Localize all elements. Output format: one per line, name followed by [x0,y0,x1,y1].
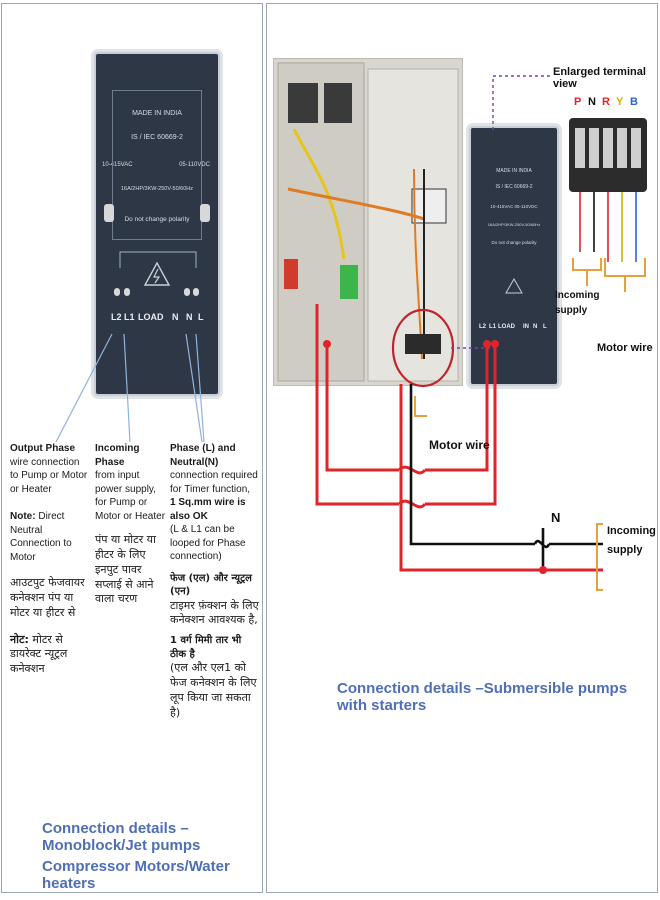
phase-neutral-bold: 1 Sq.mm wire is also OK [170,497,246,522]
terminal-screw-l2 [114,288,120,296]
output-note-text: Direct Neutral Connection to Motor [10,511,72,563]
sub-device-voltage: 10-415VAC 05-110VDC [490,204,538,209]
output-phase-text: wire connection to Pump or Motor or Heat… [10,456,88,495]
sub-terminal-l2: L2 [479,324,487,330]
terminal-screw-l1 [124,288,130,296]
starter-box-photo [273,58,463,386]
incoming-phase-hindi: पंप या मोटर या हीटर के लिए इनपुट पावर सप… [95,533,156,606]
enlarged-terminal-block [569,118,647,262]
enlarged-terminal-label: Enlarged terminal view [553,66,646,90]
small-incoming-supply-label: Incoming supply [555,290,600,316]
sub-device-rating: 16A/2HP/3KW-250V-50/60Hz [487,222,541,227]
sub-device-made-in: MADE IN INDIA [496,168,532,174]
sub-terminal-load: LOAD [498,324,515,330]
phase-neutral-hindi1: टाइमर फ़ंक्शन के लिए कनेक्शन आवश्यक है, [170,598,259,627]
motor-wire-label: Motor wire [429,438,490,452]
phase-neutral-title: Phase (L) and Neutral(N) [170,443,236,468]
output-note-hindi: नोट: मोटर से डायरेक्ट न्यूट्रल कनेक्शन [10,633,90,678]
terminal-letter-r: R [602,96,610,108]
terminal-label-l2: L2 [111,312,122,322]
timer-device: MADE IN INDIA IS / IEC 60669-2 10-415VAC… [94,52,220,396]
terminal-letter-y: Y [616,96,624,108]
sub-terminal-l: L [543,324,547,330]
submersible-caption: Connection details –Submersible pumps wi… [337,680,628,714]
incoming-supply-label: Incoming supply [607,525,656,556]
terminal-letter-n: N [588,96,596,108]
submersible-panel: MADE IN INDIA IS / IEC 60669-2 10-415VAC… [266,3,658,893]
sub-device-standard: IS / IEC 60669-2 [495,184,533,190]
terminal-screw-n1 [184,288,190,296]
incoming-phase-annotation: Incoming Phase from input power supply, … [95,442,167,607]
output-phase-hindi: आउटपुट फेजवायर कनेक्शन पंप या मोटर या ही… [10,576,85,619]
neutral-n-label: N [551,510,561,525]
sub-terminal-n: N [533,324,538,330]
monoblock-panel: MADE IN INDIA IS / IEC 60669-2 10-415VAC… [1,3,263,893]
shock-warning-icon [144,262,170,286]
small-brackets [572,258,646,292]
sub-terminal-in: IN [523,324,529,330]
wiring-diagram [315,304,603,591]
small-motor-wire-label: Motor wire [597,342,653,354]
monoblock-caption-line2: Compressor Motors/Water heaters [42,858,230,892]
phase-neutral-hindi2: (एल और एल1 को फेज कनेक्शन के लिए लूप किय… [170,661,257,719]
incoming-phase-text: from input power supply, for Pump or Mot… [95,470,166,522]
phase-neutral-annotation: Phase (L) and Neutral(N) connection requ… [170,442,260,721]
sub-terminal-l1: L1 [489,324,497,330]
phase-neutral-hindi-title: फेज (एल) और न्यूट्रल (एन) [170,572,252,598]
terminal-label-n1: N [172,312,179,322]
mount-clip-left [104,204,114,222]
mount-clip-right [200,204,210,222]
sub-device-warning: Do not change polarity [491,240,537,245]
output-phase-title: Output Phase [10,443,76,454]
device-warning: Do not change polarity [124,216,190,223]
terminal-label-l: L [198,312,204,322]
sub-shock-warning-icon [505,278,523,294]
phase-neutral-text2: (L & L1 can be looped for Phase connecti… [170,524,246,562]
starter-box-illustration [277,62,459,382]
device-made-in: MADE IN INDIA [132,110,182,117]
phase-neutral-hindi-bold: 1 वर्ग मिमी तार भी ठीक है [170,635,242,660]
output-phase-annotation: Output Phase wire connection to Pump or … [10,442,90,677]
incoming-phase-title: Incoming Phase [95,443,140,468]
output-note-hindi-text: मोटर से डायरेक्ट न्यूट्रल कनेक्शन [10,632,68,676]
output-note: Note: Direct Neutral Connection to Motor [10,510,90,564]
terminal-bracket-line [119,251,197,268]
terminal-screw-n2 [193,288,199,296]
device-voltage-dc: 05-110VDC [179,162,210,168]
pointer-lines [55,333,205,443]
terminal-label-l1: L1 [124,312,135,322]
output-note-label: Note: [10,511,36,522]
output-note-hindi-label: नोट: [10,632,29,646]
device-rating: 16A/2HP/3KW-250V-50/60Hz [120,186,194,192]
phase-neutral-text: connection required for Timer function, [170,470,258,495]
terminal-letter-p: P [574,96,582,108]
device-text-border [112,90,202,240]
terminal-label-n2: N [186,312,193,322]
device-voltage-ac: 10-415VAC [102,162,133,168]
terminal-letter-b: B [630,96,638,108]
device-standard: IS / IEC 60669-2 [131,134,183,141]
monoblock-caption-line1: Connection details –Monoblock/Jet pumps [42,820,201,854]
terminal-label-load: LOAD [138,312,164,322]
